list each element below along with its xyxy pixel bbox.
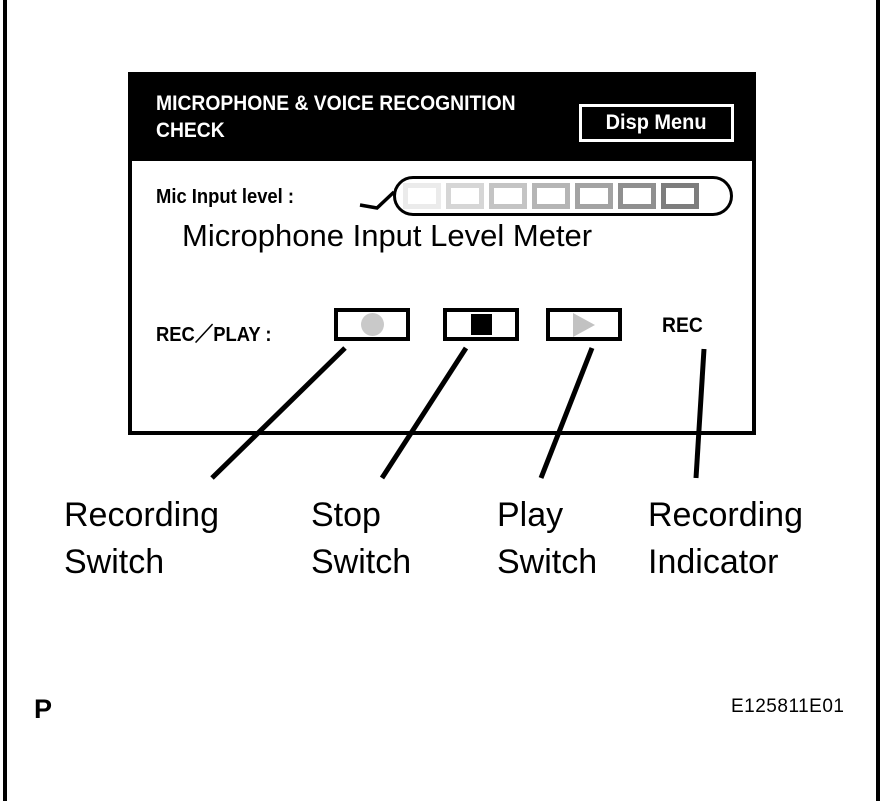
callout-play-switch: Play Switch xyxy=(497,496,598,581)
meter-caption: Microphone Input Level Meter xyxy=(182,218,593,253)
page-mark: P xyxy=(34,694,53,724)
play-switch-button[interactable] xyxy=(546,308,622,341)
meter-segment xyxy=(532,183,570,209)
meter-segment xyxy=(403,183,441,209)
microphone-input-level-meter xyxy=(393,176,733,216)
figure-frame-left-rule xyxy=(3,0,7,801)
meter-segment xyxy=(618,183,656,209)
stop-switch-button[interactable] xyxy=(443,308,519,341)
meter-segment xyxy=(575,183,613,209)
recording-indicator-label: REC xyxy=(662,314,703,337)
mic-input-level-label: Mic Input level : xyxy=(156,186,295,208)
display-panel: MICROPHONE & VOICE RECOGNITION CHECK Dis… xyxy=(128,72,756,435)
rec-play-row: REC／PLAY : REC xyxy=(132,308,752,354)
play-triangle-icon xyxy=(573,312,595,337)
disp-menu-label: Disp Menu xyxy=(606,111,707,134)
disp-menu-button[interactable]: Disp Menu xyxy=(579,104,734,142)
recording-switch-button[interactable] xyxy=(334,308,410,341)
meter-segment xyxy=(661,183,699,209)
callout-recording-switch: Recording Switch xyxy=(64,496,219,581)
panel-header-bar: MICROPHONE & VOICE RECOGNITION CHECK Dis… xyxy=(132,76,752,161)
rec-play-label: REC／PLAY : xyxy=(156,324,272,346)
stop-square-icon xyxy=(470,314,492,335)
meter-segment xyxy=(489,183,527,209)
meter-segment xyxy=(446,183,484,209)
record-circle-icon xyxy=(360,313,384,336)
page-title: MICROPHONE & VOICE RECOGNITION CHECK xyxy=(156,92,516,142)
figure-frame-right-rule xyxy=(876,0,880,801)
callout-recording-indicator: Recording Indicator xyxy=(648,496,803,581)
callout-stop-switch: Stop Switch xyxy=(311,496,412,581)
figure-reference-code: E125811E01 xyxy=(731,696,845,717)
mic-input-level-row: Mic Input level : xyxy=(132,176,752,220)
